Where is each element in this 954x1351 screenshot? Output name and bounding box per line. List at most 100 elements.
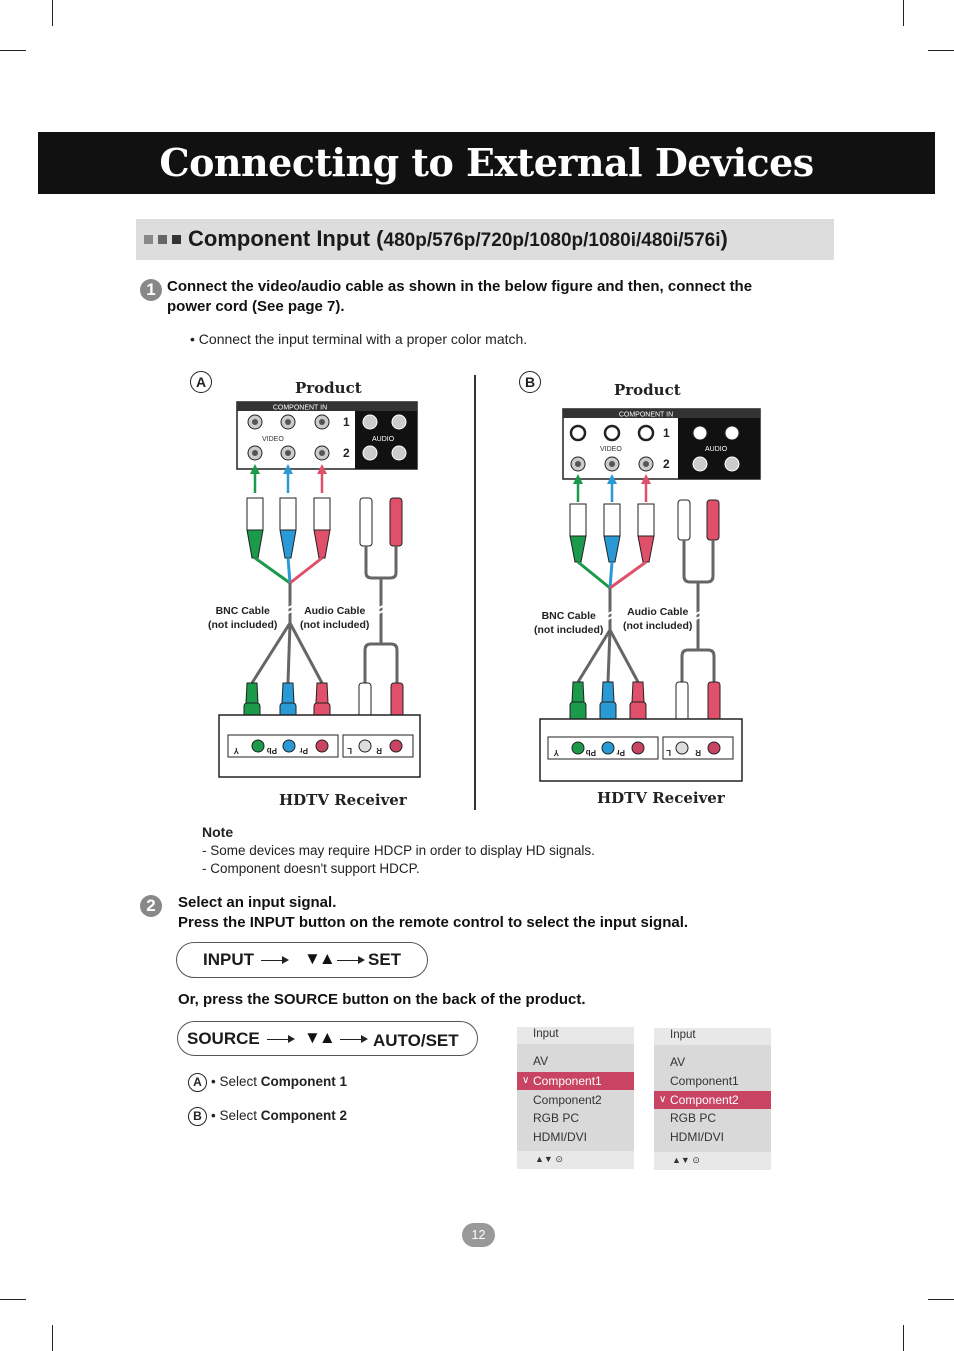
bnc-connectors-top <box>246 497 331 559</box>
osd-item-selected[interactable]: ∨Component1 <box>517 1072 634 1090</box>
color-match-bullet: • Connect the input terminal with a prop… <box>190 331 528 347</box>
osd-item[interactable]: RGB PC <box>533 1111 580 1125</box>
select-a-letter: A <box>188 1073 207 1092</box>
section-header: Component Input (480p/576p/720p/1080p/10… <box>136 219 834 260</box>
osd-item[interactable]: Component2 <box>533 1093 602 1107</box>
source-key-label: SOURCE <box>187 1029 260 1048</box>
arrow-right-icon <box>337 956 365 964</box>
select-b-target: Component 2 <box>260 1108 347 1124</box>
source-button-sequence: SOURCE ▼▲ AUTO/SET <box>177 1021 478 1056</box>
note-line-1: - Some devices may require HDCP in order… <box>202 843 595 858</box>
auto-set-key-label: AUTO/SET <box>373 1031 459 1050</box>
audio-cable-label-a: Audio Cable(not included) <box>300 605 370 631</box>
chevron-down-icon: ∨ <box>522 1075 530 1086</box>
jack-label-r: R <box>695 748 701 757</box>
note-block: Note - Some devices may require HDCP in … <box>202 823 595 878</box>
bnc-cable-label-b: BNC Cable(not included) <box>534 610 604 636</box>
diagram-b-receiver-label: HDTV Receiver <box>597 789 725 807</box>
osd-input-menu-b: Input AV Component1 ∨Component2 RGB PC H… <box>654 1028 771 1170</box>
jack-label-pr: Pr <box>300 746 308 755</box>
arrow-right-icon <box>261 956 289 964</box>
osd-item[interactable]: HDMI/DVI <box>670 1130 724 1144</box>
bnc-connectors-top <box>569 503 655 563</box>
section-square-icon <box>172 235 181 244</box>
or-source-text: Or, press the SOURCE button on the back … <box>178 991 586 1008</box>
section-square-icon <box>158 235 167 244</box>
jack-label-pb: Pb <box>586 748 596 757</box>
crop-mark <box>52 1325 53 1351</box>
arrow-right-icon <box>340 1035 368 1043</box>
port-2-label: 2 <box>343 446 350 460</box>
crop-mark <box>903 1325 904 1351</box>
page-number: 12 <box>462 1223 495 1247</box>
crop-mark <box>52 0 53 26</box>
down-up-arrow-icon: ▼▲ <box>304 949 336 968</box>
note-line-2: - Component doesn't support HDCP. <box>202 861 420 876</box>
port-1-label: 1 <box>663 426 670 440</box>
jack-label-l: L <box>347 746 352 755</box>
port-2-label: 2 <box>663 457 670 471</box>
diagram-a-receiver-label: HDTV Receiver <box>279 791 407 809</box>
osd-item[interactable]: Component1 <box>670 1074 739 1088</box>
diagram-a-letter: A <box>190 371 212 393</box>
crop-mark <box>0 1299 26 1300</box>
diagram-b-letter: B <box>519 371 541 393</box>
jack-label-r: R <box>376 746 382 755</box>
jack-label-pb: Pb <box>267 746 277 755</box>
panel-audio-label: AUDIO <box>372 436 395 443</box>
select-a-target: Component 1 <box>260 1074 347 1090</box>
jack-label-l: L <box>666 748 671 757</box>
page-title: Connecting to External Devices <box>159 140 814 185</box>
step-1-text: Connect the video/audio cable as shown i… <box>167 278 753 315</box>
panel-label: COMPONENT IN <box>273 405 327 412</box>
select-b-letter: B <box>188 1107 207 1126</box>
diagram-a-product-label: Product <box>295 379 362 397</box>
crop-mark <box>928 50 954 51</box>
osd-title: Input <box>670 1029 696 1041</box>
audio-cable-label-b: Audio Cable(not included) <box>623 606 693 632</box>
step-2-text: Select an input signal. Press the INPUT … <box>178 894 689 931</box>
step-1-badge: 1 <box>140 279 162 301</box>
diagram-a: COMPONENT IN VIDEO AUDIO 1 2 <box>218 401 421 778</box>
note-title: Note <box>202 824 234 840</box>
osd-footer: ▲▼ ⊙ <box>654 1152 771 1170</box>
chevron-down-icon: ∨ <box>659 1094 667 1105</box>
crop-mark <box>903 0 904 26</box>
section-resolutions: 480p/576p/720p/1080p/1080i/480i/576i <box>383 230 721 251</box>
set-key-label: SET <box>368 950 402 969</box>
jack-label-y: Y <box>233 746 239 755</box>
osd-item[interactable]: AV <box>670 1055 686 1069</box>
diagram-b: COMPONENT IN VIDEO AUDIO 1 2 <box>539 408 761 782</box>
title-bar: Connecting to External Devices <box>38 132 935 194</box>
panel-video-label: VIDEO <box>600 446 622 453</box>
osd-item[interactable]: RGB PC <box>670 1111 717 1125</box>
osd-input-menu-a: Input AV ∨Component1 Component2 RGB PC H… <box>517 1027 634 1169</box>
osd-item[interactable]: AV <box>533 1054 549 1068</box>
section-heading: Component Input (480p/576p/720p/1080p/10… <box>188 226 728 251</box>
panel-jacks <box>569 424 740 472</box>
select-component-2: B• Select Component 2 <box>188 1107 347 1126</box>
select-component-1: A• Select Component 1 <box>188 1073 347 1092</box>
bnc-cable-label-a: BNC Cable(not included) <box>208 605 278 631</box>
panel-video-label: VIDEO <box>262 436 284 443</box>
panel-audio-label: AUDIO <box>705 446 728 453</box>
osd-nav-icons: ▲▼ ⊙ <box>672 1155 700 1165</box>
down-up-arrow-icon: ▼▲ <box>304 1028 336 1047</box>
crop-mark <box>928 1299 954 1300</box>
crop-mark <box>0 50 26 51</box>
panel-label: COMPONENT IN <box>619 412 673 419</box>
panel-jacks <box>247 414 407 461</box>
section-square-icon <box>144 235 153 244</box>
step-2-badge: 2 <box>140 895 162 917</box>
port-1-label: 1 <box>343 415 350 429</box>
osd-item[interactable]: HDMI/DVI <box>533 1130 587 1144</box>
jack-label-y: Y <box>553 748 559 757</box>
osd-nav-icons: ▲▼ ⊙ <box>535 1154 563 1164</box>
input-key-label: INPUT <box>203 950 254 969</box>
diagram-b-product-label: Product <box>614 381 681 399</box>
osd-footer: ▲▼ ⊙ <box>517 1151 634 1169</box>
osd-item-selected[interactable]: ∨Component2 <box>654 1091 771 1109</box>
diagram-divider <box>474 375 476 810</box>
remote-input-sequence: INPUT ▼▲ SET <box>176 942 428 978</box>
arrow-right-icon <box>267 1035 295 1043</box>
